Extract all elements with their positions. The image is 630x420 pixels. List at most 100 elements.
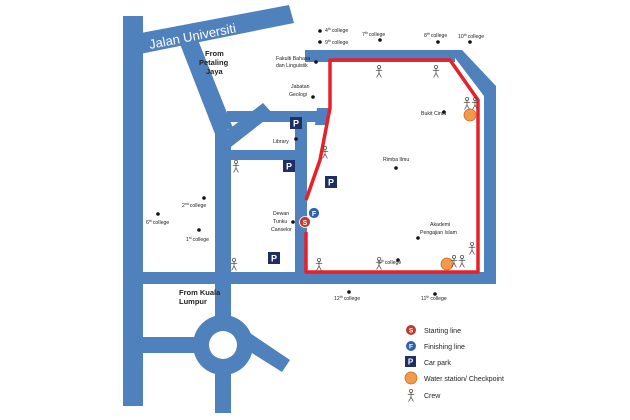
- legend-finishing-line: F Finishing line: [406, 341, 465, 351]
- svg-text:9thcollege: 9thcollege: [325, 39, 348, 46]
- college-2: 2ndcollege: [182, 196, 206, 209]
- kl-road: [143, 272, 231, 284]
- svg-text:Crew: Crew: [424, 393, 441, 400]
- crew-markers: [230, 65, 479, 271]
- library-road: [227, 111, 327, 122]
- svg-text:2ndcollege: 2ndcollege: [182, 202, 206, 209]
- fakulti-dot: [314, 60, 318, 64]
- jabatan-label-1: Jabatan: [291, 84, 310, 90]
- legend: S Starting line F Finishing line P Car p…: [404, 325, 504, 402]
- svg-text:6thcollege: 6thcollege: [146, 219, 169, 226]
- road-network: [123, 5, 496, 413]
- svg-text:Water station/ Checkpoint: Water station/ Checkpoint: [424, 376, 504, 383]
- legend-starting-line: S Starting line: [406, 325, 461, 335]
- petaling-jaya-connector: [180, 40, 233, 134]
- crew-icon: [458, 255, 466, 268]
- crew-icon: [230, 258, 238, 271]
- legend-water-station: Water station/ Checkpoint: [404, 371, 504, 385]
- south-road: [231, 272, 496, 284]
- svg-text:5thcollege: 5thcollege: [378, 259, 401, 266]
- college-4: 4thcollege: [318, 27, 348, 34]
- svg-text:4thcollege: 4thcollege: [325, 27, 348, 34]
- svg-text:8thcollege: 8thcollege: [424, 32, 447, 39]
- car-park-route: P: [325, 176, 337, 188]
- direction-labels: From Petaling Jaya From Kuala Lumpur: [179, 49, 229, 306]
- svg-text:11thcollege: 11thcollege: [421, 295, 447, 302]
- legend-car-park: P Car park: [405, 356, 451, 367]
- dewan-dot: [291, 220, 295, 224]
- college-labels: 4thcollege 9thcollege 7thcollege 8thcoll…: [146, 27, 484, 302]
- roundabout-west-road: [143, 337, 195, 353]
- svg-text:P: P: [408, 358, 414, 367]
- crew-icon: [407, 389, 415, 402]
- akademi-label-1: Akademi: [430, 222, 450, 228]
- college-8: 8thcollege: [424, 32, 447, 44]
- start-marker: S: [299, 216, 311, 228]
- fakulti-label-1: Fakulti Bahasa: [276, 56, 310, 62]
- svg-text:F: F: [409, 344, 413, 351]
- fakulti-label-2: dan Linguistik: [276, 63, 308, 69]
- east-diagonal-road: [449, 50, 496, 96]
- svg-text:P: P: [328, 178, 334, 188]
- svg-text:12thcollege: 12thcollege: [334, 295, 360, 302]
- car-parks: P P P P: [268, 117, 337, 264]
- svg-text:P: P: [293, 119, 299, 129]
- roundabout-center: [209, 331, 237, 359]
- college-12: 12thcollege: [334, 290, 360, 302]
- svg-text:10thcollege: 10thcollege: [458, 33, 484, 40]
- campus-central-road: [295, 122, 307, 284]
- college-6: 6thcollege: [146, 212, 169, 226]
- crew-icon: [315, 258, 323, 271]
- crew-icon: [375, 65, 383, 78]
- akademi-label-2: Pengajian Islam: [420, 230, 457, 236]
- dewan-label-2: Tunku: [273, 219, 287, 225]
- legend-crew: Crew: [407, 389, 441, 402]
- jabatan-dot: [311, 95, 315, 99]
- college-1: 1stcollege: [186, 228, 209, 243]
- crew-icon: [432, 65, 440, 78]
- svg-text:1stcollege: 1stcollege: [186, 236, 209, 243]
- water-station-bukit-cinta: [463, 108, 477, 122]
- svg-text:7thcollege: 7thcollege: [362, 31, 385, 38]
- college-10: 10thcollege: [458, 33, 484, 44]
- place-labels: Fakulti Bahasa dan Linguistik Jabatan Ge…: [271, 56, 457, 240]
- campus-north-road: [231, 150, 301, 160]
- bukit-cinta-dot: [442, 110, 446, 114]
- car-park-north-road: P: [283, 160, 295, 172]
- svg-text:Car park: Car park: [424, 360, 451, 367]
- roundabout-south-road: [215, 372, 231, 412]
- car-park-south: P: [268, 252, 280, 264]
- car-park-library: P: [290, 117, 302, 129]
- from-petaling-jaya-line1: From: [205, 49, 224, 58]
- svg-text:Finishing line: Finishing line: [424, 344, 465, 351]
- svg-text:P: P: [286, 162, 292, 172]
- east-road: [484, 86, 496, 284]
- svg-text:F: F: [312, 211, 317, 218]
- jabatan-label-2: Geologi: [289, 92, 307, 98]
- library-dot: [294, 137, 298, 141]
- library-label: Library: [273, 139, 289, 145]
- from-petaling-jaya-line3: Jaya: [206, 67, 224, 76]
- college-9: 9thcollege: [318, 39, 348, 46]
- svg-text:P: P: [271, 254, 277, 264]
- water-stations: [440, 108, 477, 271]
- from-petaling-jaya-line2: Petaling: [199, 58, 229, 67]
- rimba-ilmu-dot: [394, 166, 398, 170]
- dewan-label-1: Dewan: [273, 211, 289, 217]
- water-station-akademi: [440, 257, 454, 271]
- akademi-dot: [416, 236, 420, 240]
- federal-highway-label: Federal Highway: [45, 128, 60, 226]
- svg-text:S: S: [303, 220, 308, 227]
- finish-marker: F: [308, 207, 320, 219]
- rimba-ilmu-label: Rimba Ilmu: [383, 157, 409, 163]
- college-7: 7thcollege: [362, 31, 385, 42]
- roundabout-east-road: [244, 333, 290, 372]
- crew-icon: [468, 242, 476, 255]
- dewan-label-3: Canselor: [271, 227, 292, 233]
- from-kuala-lumpur-line2: Lumpur: [179, 297, 207, 306]
- library-connector: [315, 108, 329, 125]
- svg-text:Starting line: Starting line: [424, 328, 461, 335]
- college-11: 11thcollege: [421, 292, 447, 302]
- crew-icon: [463, 97, 471, 110]
